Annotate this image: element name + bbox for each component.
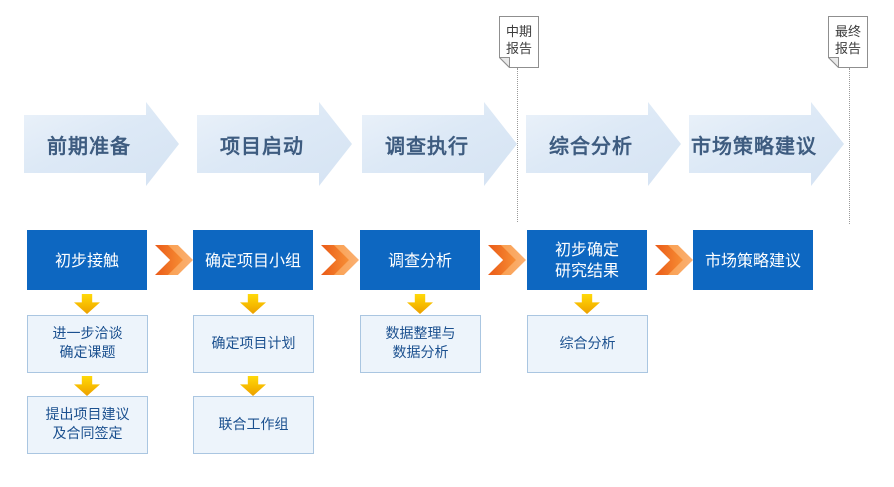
final-report-connector-line xyxy=(849,68,850,224)
page-fold-icon xyxy=(828,16,868,68)
midterm-report-note: 中期 报告 xyxy=(499,16,539,68)
phase-chevron-strategy: 市场策略建议 xyxy=(689,102,845,186)
phase-label: 市场策略建议 xyxy=(691,133,817,158)
substep-box-proposal-contract: 提出项目建议 及合同签定 xyxy=(27,396,148,454)
down-arrow-icon xyxy=(74,294,100,314)
phase-chevron-preparation: 前期准备 xyxy=(24,102,180,186)
chevron-arrow-shape xyxy=(689,102,844,186)
substep-box-joint-workgroup: 联合工作组 xyxy=(193,396,314,454)
midterm-report-label: 中期 报告 xyxy=(505,24,532,57)
substep-box-project-plan: 确定项目计划 xyxy=(193,315,314,373)
final-report-note: 最终 报告 xyxy=(828,16,868,68)
down-arrow-icon xyxy=(74,376,100,396)
down-arrow-icon xyxy=(240,294,266,314)
right-arrow-icon xyxy=(155,245,193,275)
substep-box-further-talks: 进一步洽谈 确定课题 xyxy=(27,315,148,373)
phase-chevron-kickoff: 项目启动 xyxy=(197,102,353,186)
step-box-market-strategy: 市场策略建议 xyxy=(693,230,813,290)
chevron-arrow-shape xyxy=(24,102,179,186)
substep-box-comprehensive-analysis: 综合分析 xyxy=(527,315,648,373)
right-arrow-icon xyxy=(655,245,693,275)
step-box-survey-analysis: 调查分析 xyxy=(360,230,480,290)
chevron-arrow-shape xyxy=(362,102,517,186)
phase-label: 项目启动 xyxy=(220,133,304,158)
phase-chevron-survey: 调查执行 xyxy=(362,102,518,186)
down-arrow-icon xyxy=(574,294,600,314)
step-box-project-team: 确定项目小组 xyxy=(193,230,313,290)
substep-box-data-processing: 数据整理与 数据分析 xyxy=(360,315,481,373)
phase-label: 综合分析 xyxy=(549,133,633,158)
page-fold-icon xyxy=(499,16,539,68)
phase-label: 前期准备 xyxy=(47,133,131,158)
down-arrow-icon xyxy=(240,376,266,396)
step-box-initial-results: 初步确定 研究结果 xyxy=(527,230,647,290)
down-arrow-icon xyxy=(407,294,433,314)
right-arrow-icon xyxy=(488,245,526,275)
phase-chevron-analysis: 综合分析 xyxy=(526,102,682,186)
step-box-initial-contact: 初步接触 xyxy=(27,230,147,290)
right-arrow-icon xyxy=(321,245,359,275)
final-report-label: 最终 报告 xyxy=(834,24,861,57)
chevron-arrow-shape xyxy=(197,102,352,186)
phase-label: 调查执行 xyxy=(385,133,469,158)
midterm-report-connector-line xyxy=(517,68,518,222)
chevron-arrow-shape xyxy=(526,102,681,186)
